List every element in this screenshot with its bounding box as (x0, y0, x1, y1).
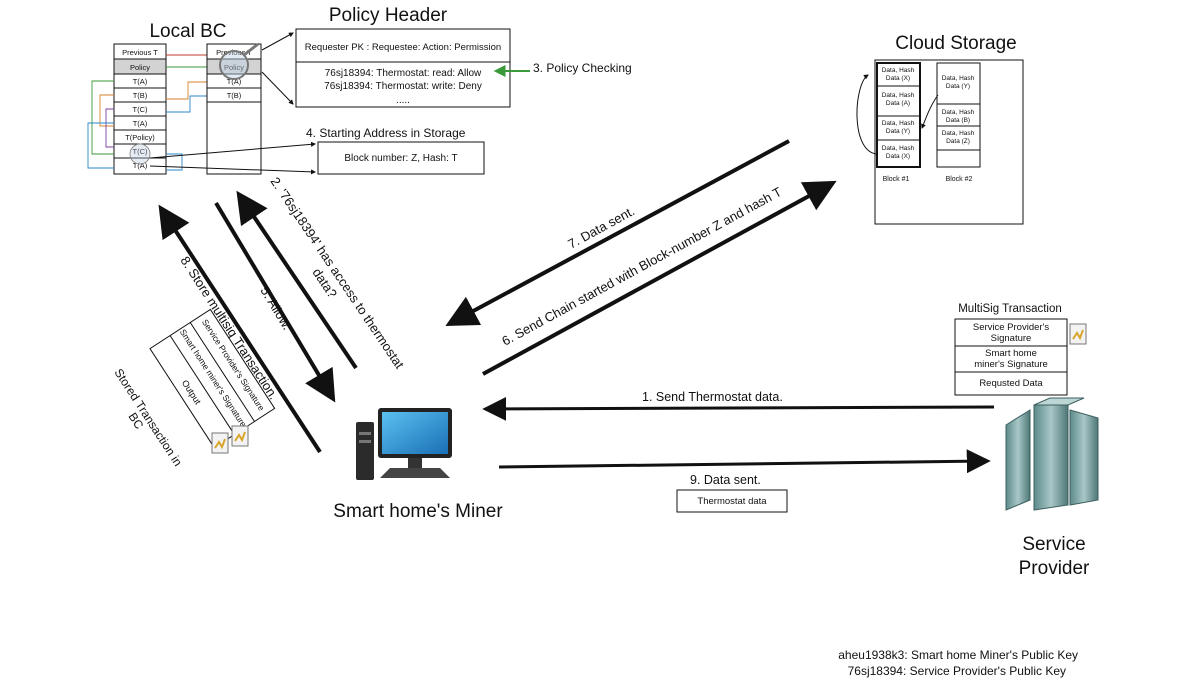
block1-cell-7: T(C) (133, 147, 148, 156)
step-9-arrow (498, 449, 991, 474)
local-bc-title: Local BC (149, 21, 226, 42)
policy-pointer-bottom (261, 71, 294, 105)
cloud-chain-link-left (856, 74, 877, 155)
block1-cell-8: T(A) (133, 161, 148, 170)
legend-line-2: 76sj18394: Service Provider's Public Key (848, 664, 1066, 678)
multisig-cell-2: Requsted Data (979, 378, 1043, 389)
block1-cell-3: T(B) (133, 91, 148, 100)
block1-cell-1: Policy (130, 63, 150, 72)
server-icon (1005, 397, 1099, 511)
step-6-arrow (482, 180, 837, 376)
block1-cell-6: T(Policy) (125, 133, 155, 142)
magnifier-icon (219, 42, 259, 80)
computer-icon (356, 408, 452, 480)
step-1-arrow (482, 396, 995, 421)
cloud-block-2-label: Block #2 (946, 176, 973, 183)
cloud-chain-link-mid (921, 94, 939, 129)
block2-cell-2: T(A) (227, 77, 242, 86)
thermostat-data-box (676, 489, 788, 513)
step-8-arrow (158, 204, 322, 454)
block2-cell-1: Policy (224, 63, 244, 72)
policy-row-0: 76sj18394: Thermostat: read: Allow (325, 68, 482, 79)
local-bc-links (87, 54, 207, 171)
step-1-label: 1. Send Thermostat data. (642, 390, 783, 404)
step-5-arrow (214, 201, 336, 403)
miner-label: Smart home's Miner (333, 501, 503, 522)
storage-address-box (317, 141, 485, 175)
legend-line-1: aheu1938k3: Smart home Miner's Public Ke… (838, 648, 1078, 662)
policy-pointer-top (261, 32, 294, 51)
address-pointer-bottom (149, 165, 316, 175)
policy-header-title: Policy Header (329, 5, 448, 26)
block2-cell-0: Previous T (216, 48, 252, 57)
step-3-label: 3. Policy Checking (533, 61, 632, 75)
block1-cell-0: Previous T (122, 48, 158, 57)
multisig-title: MultiSig Transaction (958, 303, 1062, 315)
block1-cell-5: T(A) (133, 119, 148, 128)
block1-cell-4: T(C) (133, 105, 148, 114)
provider-label-line1: Service (1022, 534, 1085, 555)
policy-row-1: 76sj18394: Thermostat: write: Deny (324, 81, 482, 92)
signature-icon-stored (211, 425, 249, 454)
step-2-arrow (236, 190, 358, 370)
step-9-label: 9. Data sent. (690, 473, 761, 487)
address-pointer-top (149, 141, 316, 159)
step-4-label: 4. Starting Address in Storage (306, 126, 466, 140)
policy-row-2: ..... (396, 95, 410, 106)
provider-label-line2: Provider (1019, 558, 1090, 579)
block1-cell-2: T(A) (133, 77, 148, 86)
step-6-label: 6. Send Chain started with Block-number … (499, 184, 784, 349)
policy-header-box: Requester PK : Requestee: Action: Permis… (295, 28, 511, 108)
local-bc-block-1: Previous T Policy T(A) T(B) T(C) T(A) T(… (113, 43, 167, 175)
step-5-label: 5. Allow. (257, 284, 294, 333)
cloud-storage-title: Cloud Storage (895, 33, 1016, 54)
thermostat-data-label: Thermostat data (697, 496, 767, 507)
policy-header-row: Requester PK : Requestee: Action: Permis… (305, 42, 501, 53)
signature-icon (1069, 323, 1087, 345)
block2-cell-3: T(B) (227, 91, 242, 100)
storage-address-value: Block number: Z, Hash: T (344, 153, 457, 164)
cloud-block-1-label: Block #1 (883, 176, 910, 183)
step-7-arrow (445, 139, 790, 327)
